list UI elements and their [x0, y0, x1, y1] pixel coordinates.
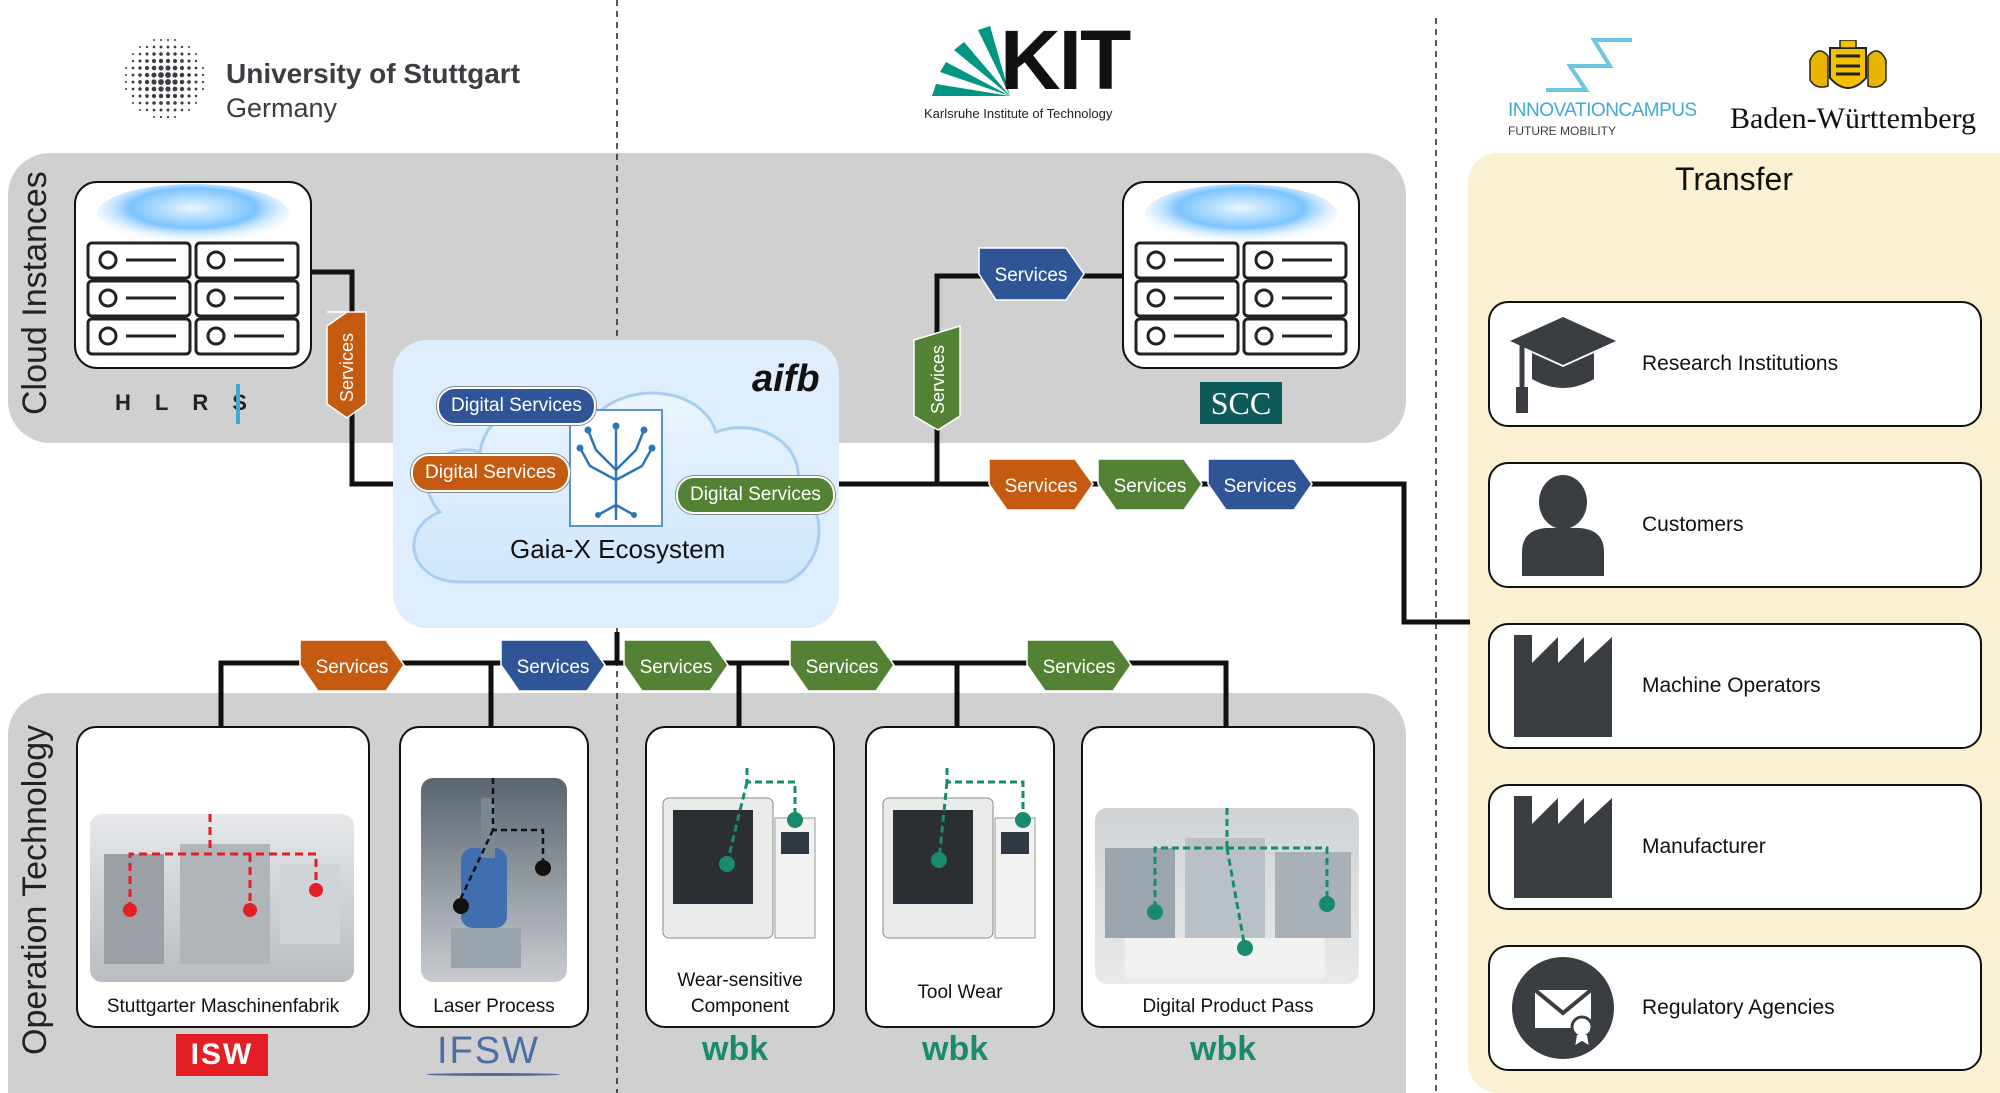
aifb-logo: aifb: [752, 358, 820, 400]
ot-caption: Wear-sensitive Component: [677, 970, 803, 1017]
ot-card-tool-wear: Tool Wear: [865, 726, 1055, 1028]
service-tag-label: Services: [1005, 476, 1078, 497]
innovation-campus-name: INNOVATIONCAMPUS: [1508, 100, 1697, 121]
cnc-machine-scene: [655, 768, 825, 948]
ot-card-laser-process: Laser Process: [399, 726, 589, 1028]
service-tag-label: Services: [1043, 657, 1116, 678]
kit-fan-icon: [932, 26, 1010, 96]
service-tag-label: Services: [316, 657, 389, 678]
kit-wordmark: KIT: [1000, 13, 1131, 107]
service-tag-vertical-green: Services: [913, 324, 961, 431]
person-icon: [1522, 475, 1604, 576]
server-rack-icon: [1134, 241, 1348, 356]
service-tag-blue-ifsw: Services: [500, 639, 606, 692]
service-tag-vertical-orange: Services: [326, 311, 367, 419]
ifsw-underline: [426, 1073, 560, 1076]
wbk-logo: wbk: [1190, 1030, 1257, 1068]
stakeholder-customers: Customers: [1488, 462, 1982, 588]
stakeholder-label: Research Institutions: [1642, 352, 1839, 375]
wbk-logo: wbk: [702, 1030, 769, 1068]
wbk-logo: wbk: [922, 1030, 989, 1068]
service-tag-blue-scc: Services: [978, 247, 1085, 301]
innovation-campus-icon: [1546, 38, 1632, 92]
uni-stuttgart-name: University of Stuttgart: [226, 58, 521, 89]
transfer-panel: Transfer Research Institutions Customers…: [1468, 153, 2000, 1093]
ifsw-logo: IFSW: [437, 1030, 540, 1072]
stakeholder-research-institutions: Research Institutions: [1488, 301, 1982, 427]
digital-services-pill-orange: Digital Services: [411, 454, 570, 492]
service-tag-label: Services: [337, 333, 357, 402]
ot-caption: Laser Process: [433, 996, 555, 1017]
ot-caption: Digital Product Pass: [1142, 996, 1314, 1017]
stakeholder-manufacturer: Manufacturer: [1488, 784, 1982, 910]
ot-card-stuttgarter-maschinenfabrik: Stuttgarter Maschinenfabrik: [76, 726, 370, 1028]
service-tag-green-wbk-2: Services: [789, 639, 895, 692]
stakeholder-label: Customers: [1642, 513, 1744, 536]
service-tag-orange-transfer: Services: [988, 458, 1094, 511]
ot-caption: Stuttgarter Maschinenfabrik: [106, 996, 340, 1017]
gaia-x-title: Gaia-X Ecosystem: [510, 534, 726, 564]
ot-caption: Tool Wear: [917, 982, 1003, 1003]
machine-factory-scene: [90, 814, 354, 982]
service-tag-green-wbk-1: Services: [623, 639, 729, 692]
stakeholder-label: Manufacturer: [1642, 835, 1766, 858]
ot-card-wear-sensitive-component: Wear-sensitive Component: [645, 726, 835, 1028]
baden-wuerttemberg-coat-of-arms: [1809, 40, 1887, 89]
service-tag-label: Services: [517, 657, 590, 678]
service-tag-label: Services: [1224, 476, 1297, 497]
scc-logo: SCC: [1200, 382, 1282, 424]
transfer-title: Transfer: [1675, 161, 1793, 197]
hlrs-logo-bar: [236, 384, 240, 424]
stakeholder-label: Regulatory Agencies: [1642, 996, 1835, 1019]
uni-stuttgart-country: Germany: [226, 93, 338, 123]
innovation-campus-tagline: FUTURE MOBILITY: [1508, 124, 1617, 138]
service-tag-label: Services: [928, 345, 948, 414]
isw-logo: ISW: [176, 1034, 268, 1076]
certified-mail-icon: [1512, 957, 1614, 1059]
service-tag-orange-isw: Services: [299, 639, 405, 692]
service-tag-green-wbk-3: Services: [1026, 639, 1132, 692]
hlrs-server-card: [74, 181, 312, 369]
stakeholder-regulatory-agencies: Regulatory Agencies: [1488, 945, 1982, 1071]
stakeholder-machine-operators: Machine Operators: [1488, 623, 1982, 749]
service-tag-green-transfer: Services: [1097, 458, 1203, 511]
factory-icon: [1514, 635, 1612, 737]
digital-services-pill-blue: Digital Services: [437, 387, 596, 425]
service-tag-blue-transfer: Services: [1207, 458, 1313, 511]
digital-services-pill-green: Digital Services: [676, 476, 835, 514]
ot-card-digital-product-pass: Digital Product Pass: [1081, 726, 1375, 1028]
data-tree-branches: [578, 426, 654, 520]
baden-wuerttemberg-name: Baden-Württemberg: [1730, 102, 1977, 135]
server-rack-icon: [86, 241, 300, 356]
service-tag-label: Services: [640, 657, 713, 678]
stakeholder-label: Machine Operators: [1642, 674, 1821, 697]
kit-subtitle: Karlsruhe Institute of Technology: [924, 106, 1113, 121]
university-of-stuttgart-emblem: [124, 38, 205, 119]
assembly-line-scene: [1095, 808, 1359, 984]
hlrs-logo: HLRS: [115, 390, 271, 415]
service-tag-label: Services: [806, 657, 879, 678]
laser-robot-scene: [421, 778, 567, 982]
cnc-machine-scene: [875, 768, 1045, 948]
scc-server-card: [1122, 181, 1360, 369]
service-tag-label: Services: [1114, 476, 1187, 497]
factory-icon: [1514, 796, 1612, 898]
graduation-cap-icon: [1510, 317, 1616, 413]
service-tag-label: Services: [995, 265, 1068, 286]
